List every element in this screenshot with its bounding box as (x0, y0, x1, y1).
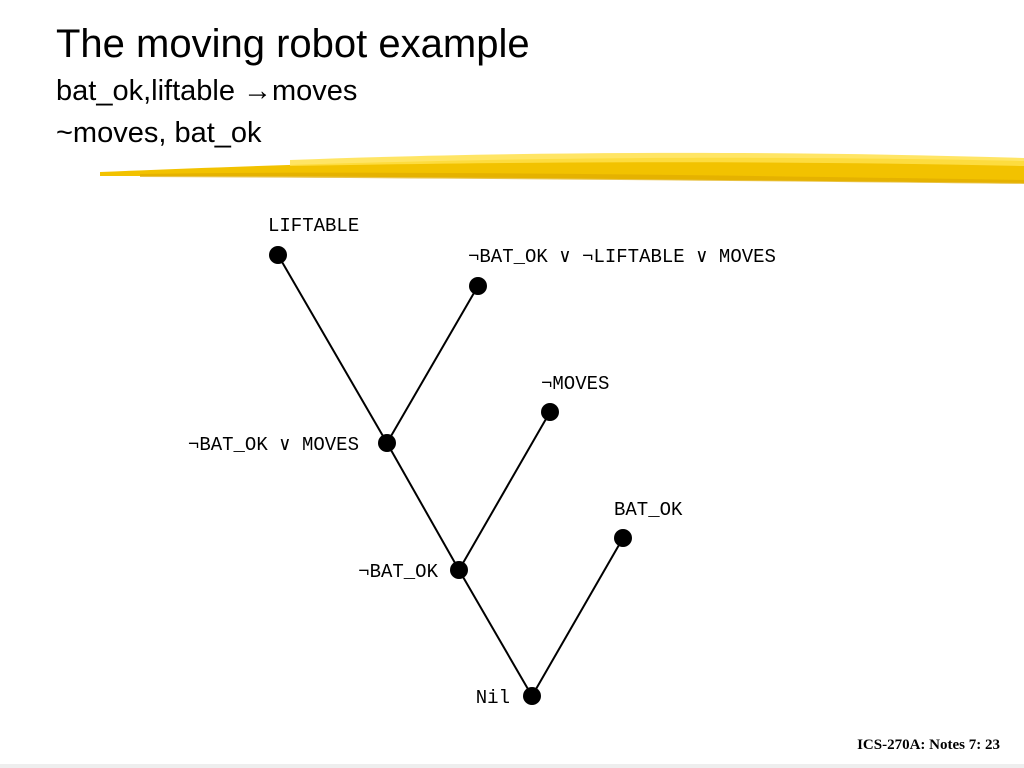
label-liftable: LIFTABLE (268, 215, 359, 237)
tree-nodes (269, 246, 632, 705)
label-not-moves: ¬MOVES (541, 373, 609, 395)
edge-rule-to-resolvent1 (386, 285, 479, 444)
tree-edges (277, 254, 624, 697)
label-resolvent-1: ¬BAT_OK ∨ MOVES (188, 434, 359, 456)
label-nil: Nil (476, 687, 510, 709)
label-bat-ok: BAT_OK (614, 499, 683, 521)
label-resolvent-2: ¬BAT_OK (358, 561, 438, 583)
node-not-moves (541, 403, 559, 421)
edge-batok-to-nil (531, 537, 624, 697)
tree-labels: LIFTABLE ¬BAT_OK ∨ ¬LIFTABLE ∨ MOVES ¬BA… (188, 215, 776, 709)
edge-resolvent2-to-nil (458, 569, 533, 697)
highlighter-stroke (100, 152, 1024, 184)
node-liftable (269, 246, 287, 264)
slide-title: The moving robot example (56, 22, 530, 66)
edge-liftable-to-resolvent1 (277, 254, 388, 444)
node-bat-ok (614, 529, 632, 547)
node-rule-clause (469, 277, 487, 295)
clause-facts-line: ~moves, bat_ok (56, 117, 262, 149)
slide-footer: ICS-270A: Notes 7: 23 (857, 737, 1000, 753)
node-resolvent-1 (378, 434, 396, 452)
node-resolvent-2 (450, 561, 468, 579)
edge-notmoves-to-resolvent2 (458, 411, 551, 571)
clause-rule-line: bat_ok,liftable →moves (56, 75, 358, 107)
node-nil (523, 687, 541, 705)
label-rule-clause: ¬BAT_OK ∨ ¬LIFTABLE ∨ MOVES (468, 246, 776, 268)
bottom-divider (0, 764, 1024, 768)
edge-resolvent1-to-resolvent2 (386, 442, 460, 571)
